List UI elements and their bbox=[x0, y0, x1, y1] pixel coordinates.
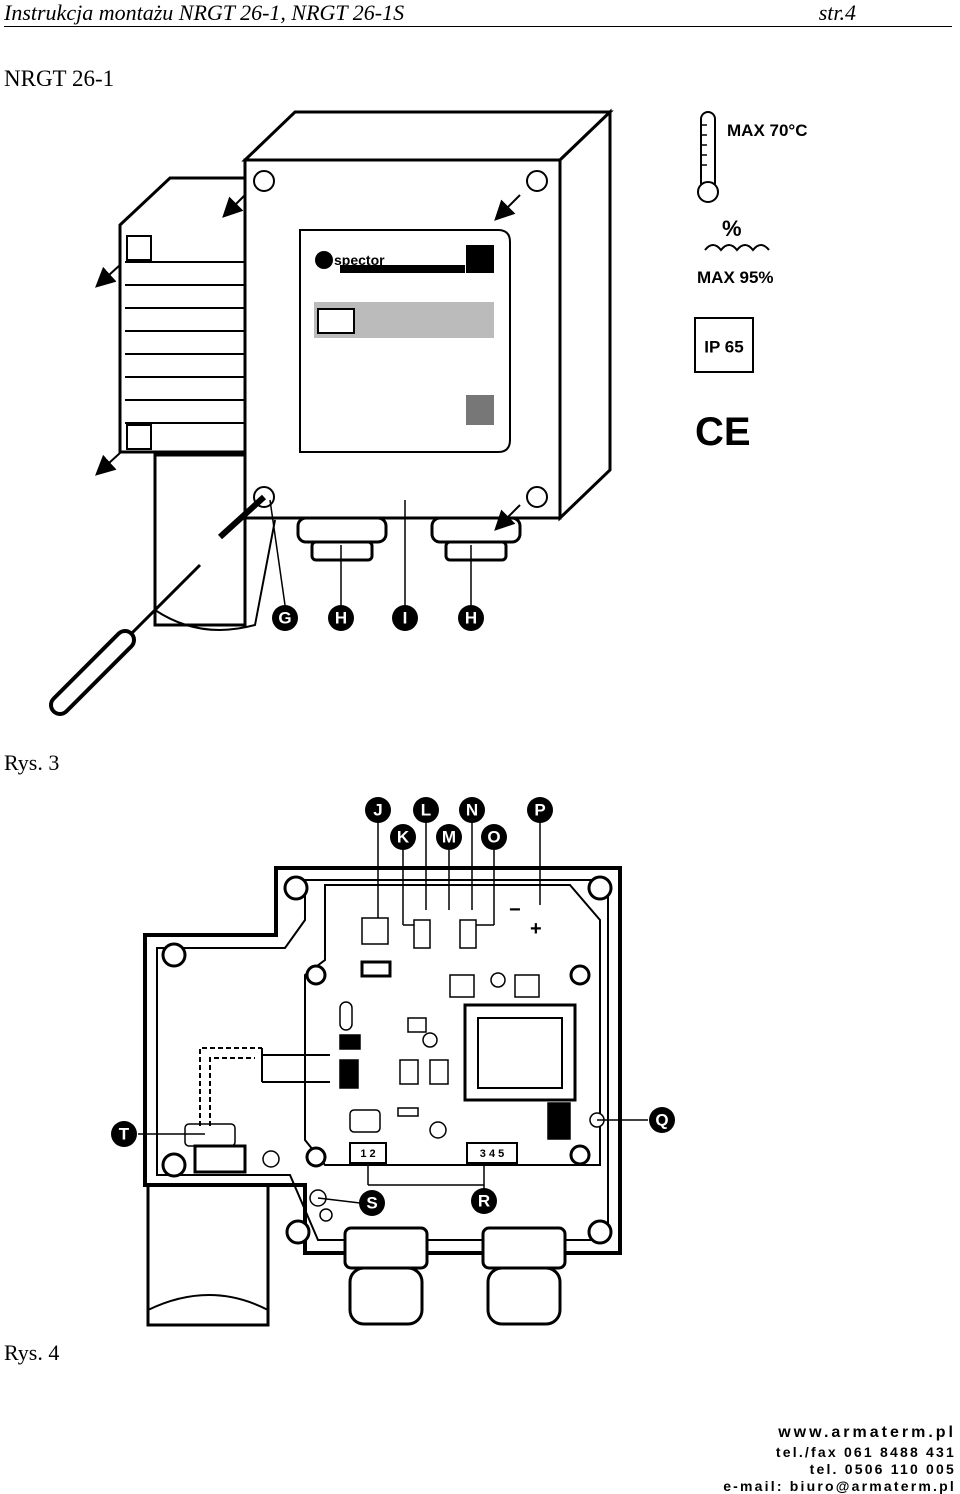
callout-k: K bbox=[397, 828, 410, 847]
callout-p: P bbox=[534, 801, 545, 820]
polarity-minus: − bbox=[509, 899, 521, 921]
panel-logo-block bbox=[466, 245, 494, 273]
callout-r: R bbox=[478, 1192, 490, 1211]
ce-mark: CE bbox=[695, 410, 751, 454]
brand-bar bbox=[340, 265, 465, 273]
environment-specs: MAX 70°C % MAX 95% IP 65 CE bbox=[694, 111, 807, 454]
max-temp: MAX 70°C bbox=[727, 121, 807, 140]
sensor-wire bbox=[199, 1047, 262, 1126]
brand-label: spector bbox=[334, 252, 385, 268]
pipe bbox=[153, 453, 247, 627]
cable-glands-fig4 bbox=[343, 1226, 567, 1326]
board-components bbox=[184, 917, 605, 1222]
thermometer-icon bbox=[697, 111, 719, 203]
bracket-screw-bottom bbox=[126, 424, 152, 450]
housing-top-face bbox=[241, 110, 614, 162]
callout-q: Q bbox=[655, 1111, 668, 1130]
document-title: Instrukcja montażu NRGT 26-1, NRGT 26-1S bbox=[4, 0, 405, 25]
polarity-plus: + bbox=[530, 918, 542, 940]
housing-screws bbox=[161, 875, 613, 1245]
terminal-345-label: 3 4 5 bbox=[480, 1148, 504, 1160]
front-panel bbox=[299, 229, 511, 453]
housing-side-face bbox=[558, 108, 612, 522]
callout-t: T bbox=[119, 1125, 130, 1144]
terminal-block-345 bbox=[466, 1142, 518, 1164]
callout-o: O bbox=[487, 828, 500, 847]
direction-arrows bbox=[95, 194, 521, 531]
terminal-12-label: 1 2 bbox=[360, 1148, 375, 1160]
bracket-screw-top bbox=[126, 235, 152, 261]
footer-website[interactable]: www.armaterm.pl bbox=[778, 1424, 956, 1441]
max-humidity: MAX 95% bbox=[697, 268, 774, 287]
cable-gland-left bbox=[296, 516, 388, 562]
sensor-cable bbox=[154, 519, 276, 631]
ip-rating: IP 65 bbox=[704, 338, 743, 357]
mounting-bracket bbox=[118, 176, 252, 454]
lid-screws bbox=[253, 170, 548, 508]
page-number: str.4 bbox=[818, 0, 856, 25]
figure4-caption: Rys. 4 bbox=[4, 1340, 60, 1365]
model-heading: NRGT 26-1 bbox=[4, 66, 115, 91]
figure3-callouts: G H I H bbox=[272, 605, 484, 631]
display-window bbox=[317, 308, 355, 334]
figure3-drawing bbox=[49, 108, 614, 716]
footer-fax: tel./fax 061 8488 431 bbox=[775, 1444, 956, 1460]
brand-dot-icon bbox=[315, 251, 333, 269]
humidity-symbol: % bbox=[722, 216, 742, 241]
footer-phone: tel. 0506 110 005 bbox=[809, 1461, 956, 1477]
callout-h: H bbox=[335, 609, 347, 628]
callout-n: N bbox=[466, 801, 478, 820]
figure4-callouts: J L N P K M O T Q S R bbox=[111, 797, 675, 1216]
screwdriver-icon bbox=[49, 494, 267, 716]
callout-j: J bbox=[373, 801, 382, 820]
ip-rating-box bbox=[694, 317, 754, 373]
page-header: Instrukcja montażu NRGT 26-1, NRGT 26-1S… bbox=[4, 0, 952, 27]
cable-gland-right bbox=[430, 516, 522, 562]
panel-mark bbox=[466, 395, 494, 425]
callout-h-second: H bbox=[465, 609, 477, 628]
callout-l: L bbox=[421, 801, 431, 820]
callout-m: M bbox=[442, 828, 456, 847]
water-wave-icon bbox=[704, 244, 770, 252]
figure4-drawing bbox=[138, 822, 648, 1327]
callout-g: G bbox=[278, 609, 291, 628]
callout-s: S bbox=[366, 1194, 377, 1213]
fig4-leaders bbox=[138, 822, 648, 1204]
pipe-fig4 bbox=[146, 1173, 270, 1327]
figure3-caption: Rys. 3 bbox=[4, 750, 60, 775]
housing-inner-rim bbox=[156, 879, 609, 1241]
callout-leaders bbox=[269, 499, 472, 606]
callout-i: I bbox=[403, 609, 408, 628]
footer-email[interactable]: e-mail: biuro@armaterm.pl bbox=[723, 1478, 956, 1494]
